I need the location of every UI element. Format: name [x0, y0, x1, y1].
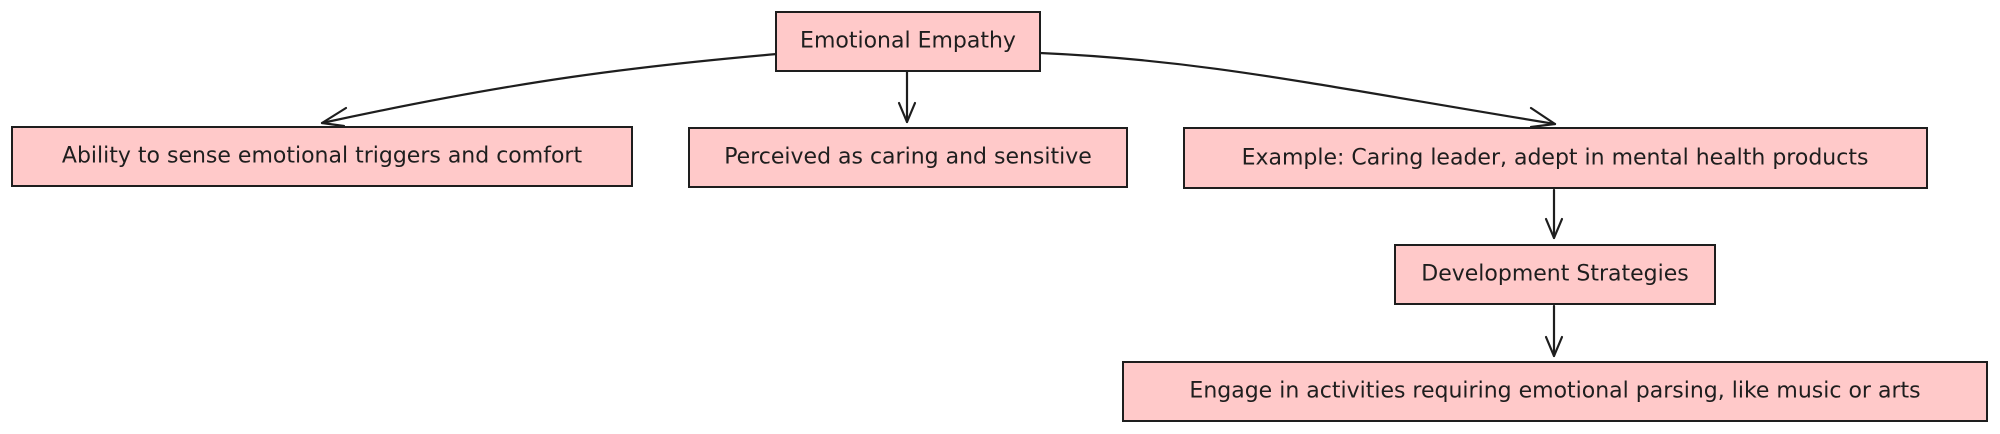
node-perceived: Perceived as caring and sensitive	[688, 127, 1128, 188]
arrowhead-strategies	[1544, 217, 1564, 240]
arrowhead-example	[1529, 106, 1557, 129]
node-strategies-label: Development Strategies	[1421, 262, 1688, 287]
node-sense-label: Ability to sense emotional triggers and …	[62, 144, 583, 169]
node-root-label: Emotional Empathy	[800, 29, 1016, 54]
arrowhead-engage	[1544, 335, 1564, 358]
edges	[320, 51, 1564, 358]
arrowhead-perceived	[897, 101, 917, 124]
edge-root-to-example	[1038, 51, 1557, 126]
node-engage: Engage in activities requiring emotional…	[1122, 361, 1988, 422]
node-sense: Ability to sense emotional triggers and …	[11, 126, 633, 187]
node-example: Example: Caring leader, adept in mental …	[1183, 127, 1928, 189]
arrowhead-sense	[320, 106, 348, 128]
node-root: Emotional Empathy	[775, 11, 1041, 72]
node-strategies: Development Strategies	[1394, 244, 1716, 305]
edge-root-to-sense	[320, 52, 779, 125]
node-engage-label: Engage in activities requiring emotional…	[1189, 379, 1920, 404]
node-perceived-label: Perceived as caring and sensitive	[724, 145, 1092, 170]
node-example-label: Example: Caring leader, adept in mental …	[1242, 146, 1869, 171]
